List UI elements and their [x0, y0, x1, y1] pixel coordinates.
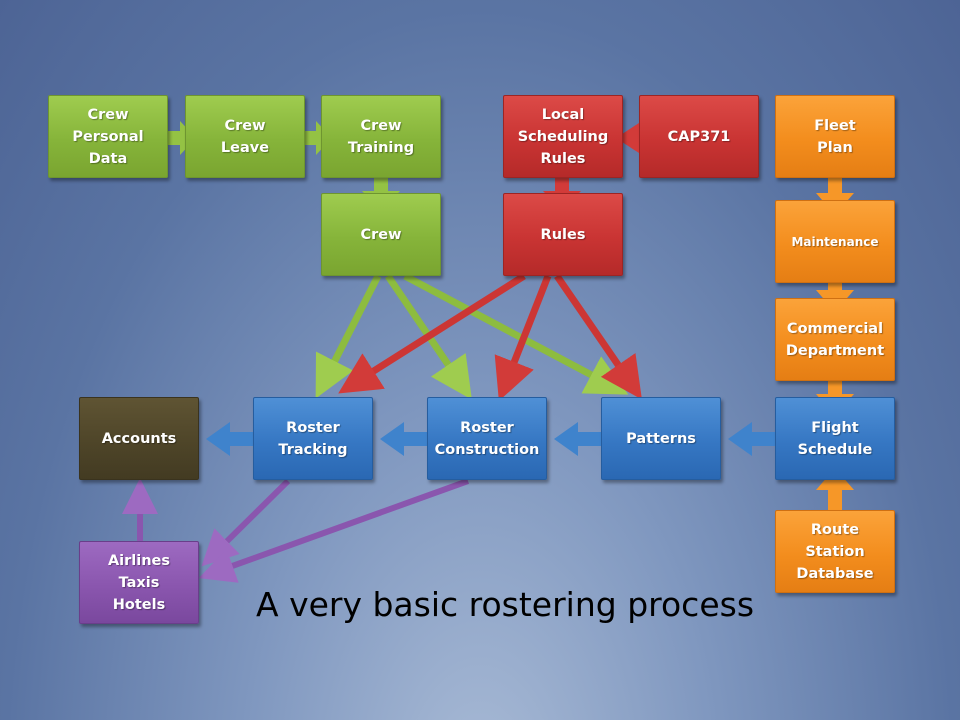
edge-patterns-to-construction [554, 422, 606, 456]
node-local-scheduling-rules[interactable]: Local Scheduling Rules [503, 95, 623, 178]
node-cap371[interactable]: CAP371 [639, 95, 759, 178]
node-flight-schedule[interactable]: Flight Schedule [775, 397, 895, 480]
diagram-title: A very basic rostering process [256, 585, 755, 624]
node-fleet-plan[interactable]: Fleet Plan [775, 95, 895, 178]
node-roster-construction[interactable]: Roster Construction [427, 397, 547, 480]
edge-crew-to-patterns [403, 272, 629, 395]
edge-roster-construction-to-airlines [198, 478, 470, 583]
node-commercial-department[interactable]: Commercial Department [775, 298, 895, 381]
edge-crew-to-roster-construction [385, 274, 472, 400]
edge-rules-to-roster-tracking [338, 273, 526, 394]
node-crew[interactable]: Crew [321, 193, 441, 276]
edge-tracking-to-accounts [206, 422, 258, 456]
node-crew-leave[interactable]: Crew Leave [185, 95, 305, 178]
node-crew-training[interactable]: Crew Training [321, 95, 441, 178]
node-roster-tracking[interactable]: Roster Tracking [253, 397, 373, 480]
edge-rules-to-patterns [554, 274, 642, 400]
node-route-station-database[interactable]: Route Station Database [775, 510, 895, 593]
node-accounts[interactable]: Accounts [79, 397, 199, 480]
node-crew-personal-data[interactable]: Crew Personal Data [48, 95, 168, 178]
node-patterns[interactable]: Patterns [601, 397, 721, 480]
edge-crew-to-roster-tracking [315, 274, 382, 399]
node-rules[interactable]: Rules [503, 193, 623, 276]
edge-flight-to-patterns [728, 422, 780, 456]
edge-rules-to-roster-construction [494, 274, 552, 402]
edge-roster-tracking-to-airlines [201, 478, 291, 567]
node-maintenance[interactable]: Maintenance [775, 200, 895, 283]
edge-construction-to-tracking [380, 422, 432, 456]
node-airlines-taxis-hotels[interactable]: Airlines Taxis Hotels [79, 541, 199, 624]
